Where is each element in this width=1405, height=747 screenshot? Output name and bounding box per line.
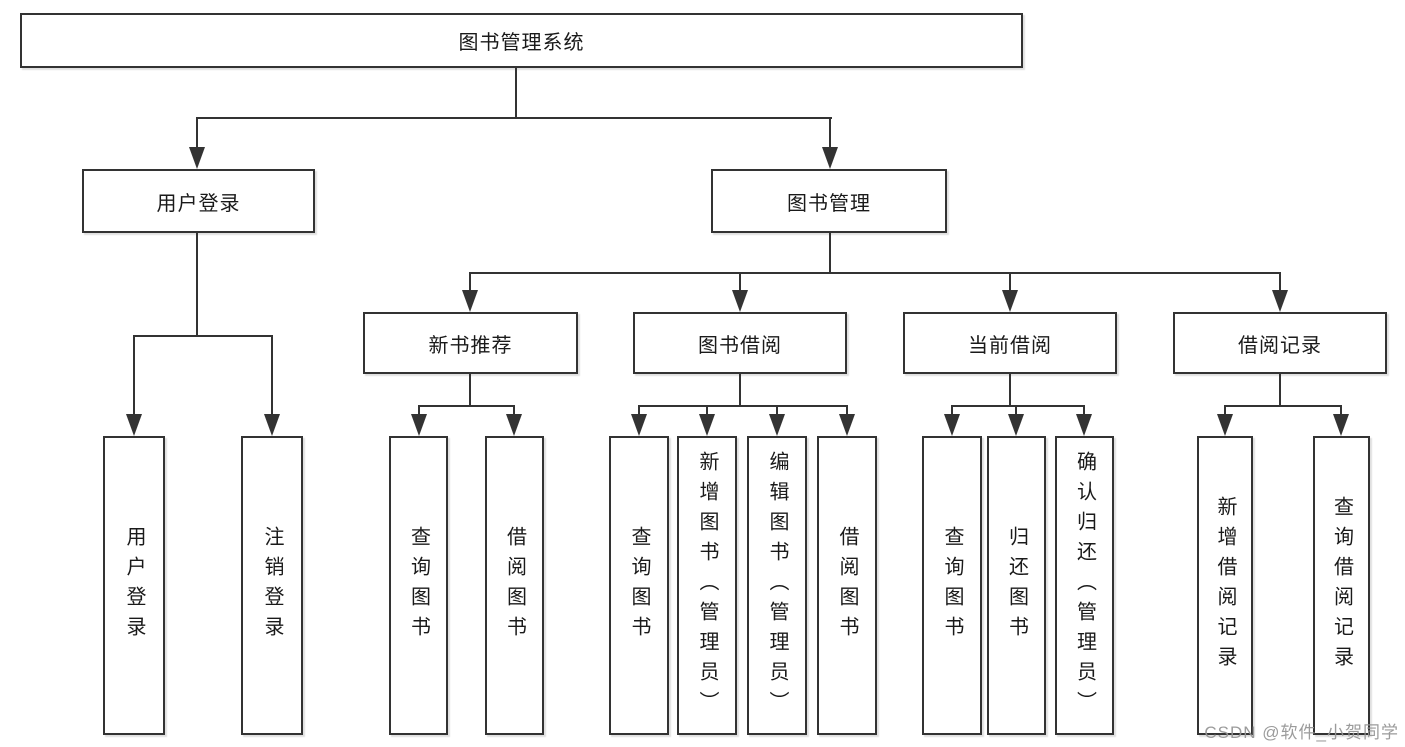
connector-line <box>418 405 420 416</box>
connector-line <box>1009 374 1011 406</box>
node-label: 查询借阅记录 <box>1330 495 1353 676</box>
node-label: 查询图书 <box>407 525 430 646</box>
node-label: 借阅图书 <box>836 525 858 646</box>
connector-line <box>951 405 953 416</box>
arrow-down-icon <box>699 414 715 436</box>
node-borrow-records: 借阅记录 <box>1173 312 1387 374</box>
connector-line <box>1340 405 1342 416</box>
node-label: 注销登录 <box>261 525 283 646</box>
connector-line <box>1224 405 1226 416</box>
node-logout-leaf: 注销登录 <box>241 436 303 735</box>
connector-line <box>706 405 708 416</box>
connector-line <box>638 405 640 416</box>
node-nb-query-books: 查询图书 <box>389 436 448 735</box>
node-label: 借阅记录 <box>1238 334 1322 357</box>
connector-line <box>133 335 273 337</box>
arrow-down-icon <box>822 147 838 169</box>
node-current-borrow: 当前借阅 <box>903 312 1117 374</box>
arrow-down-icon <box>189 147 205 169</box>
node-label: 确认归还（管理员） <box>1073 450 1096 721</box>
node-label: 图书借阅 <box>698 334 782 357</box>
connector-line <box>951 405 1085 407</box>
arrow-down-icon <box>1076 414 1092 436</box>
connector-line <box>1015 405 1017 416</box>
connector-line <box>638 405 848 407</box>
connector-line <box>776 405 778 416</box>
arrow-down-icon <box>462 290 478 312</box>
arrow-down-icon <box>732 290 748 312</box>
arrow-down-icon <box>944 414 960 436</box>
arrow-down-icon <box>264 414 280 436</box>
node-label: 图书管理 <box>787 192 871 215</box>
node-cb-confirm-return: 确认归还（管理员） <box>1055 436 1114 735</box>
connector-line <box>513 405 515 416</box>
node-label: 编辑图书（管理员） <box>766 450 788 721</box>
node-label: 新增图书（管理员） <box>696 450 718 721</box>
arrow-down-icon <box>769 414 785 436</box>
connector-line <box>739 374 741 406</box>
arrow-down-icon <box>1333 414 1349 436</box>
arrow-down-icon <box>126 414 142 436</box>
node-label: 查询图书 <box>628 525 650 646</box>
node-label: 用户登录 <box>123 525 145 646</box>
connector-line <box>133 335 135 416</box>
node-label: 新书推荐 <box>428 334 513 357</box>
connector-line <box>1279 374 1281 406</box>
node-cb-query-books: 查询图书 <box>922 436 982 735</box>
connector-line <box>846 405 848 416</box>
node-label: 新增借阅记录 <box>1214 495 1236 676</box>
connector-line <box>469 272 1281 274</box>
node-label: 用户登录 <box>156 192 241 215</box>
connector-line <box>1009 272 1011 292</box>
node-label: 当前借阅 <box>968 334 1052 357</box>
node-bb-borrow-books: 借阅图书 <box>817 436 877 735</box>
connector-line <box>739 272 741 292</box>
node-br-query-record: 查询借阅记录 <box>1313 436 1370 735</box>
connector-line <box>829 117 831 149</box>
connector-line <box>418 405 515 407</box>
connector-line <box>1224 405 1342 407</box>
connector-line <box>196 233 198 336</box>
arrow-down-icon <box>1008 414 1024 436</box>
connector-line <box>1279 272 1281 292</box>
node-cb-return-books: 归还图书 <box>987 436 1046 735</box>
node-library-management-system: 图书管理系统 <box>20 13 1023 68</box>
arrow-down-icon <box>631 414 647 436</box>
node-book-management: 图书管理 <box>711 169 947 233</box>
node-user-login-branch: 用户登录 <box>82 169 315 233</box>
node-nb-borrow-books: 借阅图书 <box>485 436 544 735</box>
connector-line <box>515 68 517 118</box>
connector-line <box>469 374 471 406</box>
node-label: 归还图书 <box>1005 525 1028 646</box>
arrow-down-icon <box>839 414 855 436</box>
connector-line <box>196 117 198 149</box>
arrow-down-icon <box>1002 290 1018 312</box>
node-label: 图书管理系统 <box>458 32 585 54</box>
node-book-borrow: 图书借阅 <box>633 312 847 374</box>
connector-line <box>829 233 831 273</box>
connector-line <box>1083 405 1085 416</box>
node-new-book-recommend: 新书推荐 <box>363 312 578 374</box>
csdn-watermark: CSDN @软件_小贺同学 <box>1204 723 1399 742</box>
arrow-down-icon <box>411 414 427 436</box>
arrow-down-icon <box>1217 414 1233 436</box>
node-label: 查询图书 <box>941 525 963 646</box>
arrow-down-icon <box>1272 290 1288 312</box>
connector-line <box>271 335 273 416</box>
node-user-login-leaf: 用户登录 <box>103 436 165 735</box>
arrow-down-icon <box>506 414 522 436</box>
connector-line <box>469 272 471 292</box>
node-label: 借阅图书 <box>503 525 526 646</box>
node-br-add-record: 新增借阅记录 <box>1197 436 1253 735</box>
node-bb-edit-books: 编辑图书（管理员） <box>747 436 807 735</box>
node-bb-add-books: 新增图书（管理员） <box>677 436 737 735</box>
node-bb-query-books: 查询图书 <box>609 436 669 735</box>
connector-line <box>196 117 832 119</box>
